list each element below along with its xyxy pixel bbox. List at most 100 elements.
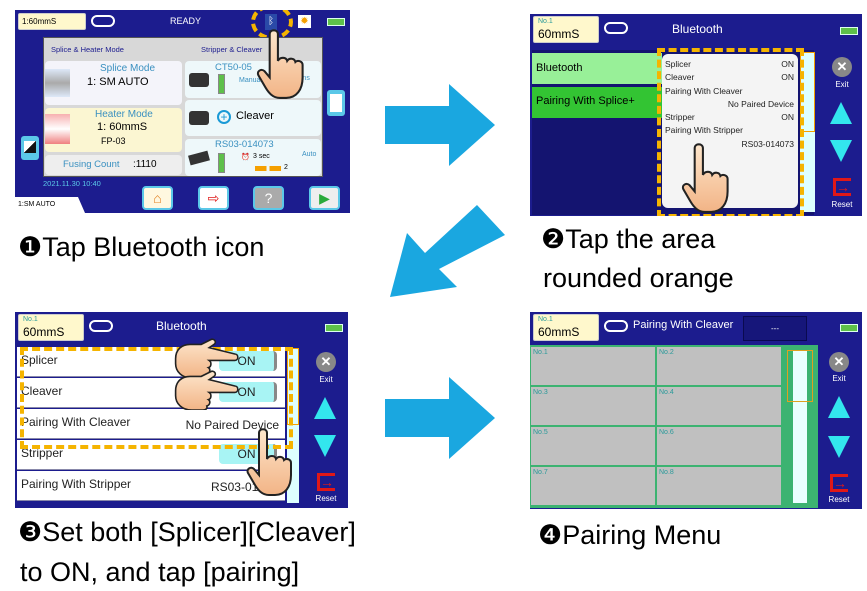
fusing-count-value: :1110 xyxy=(133,159,157,170)
value: ON xyxy=(781,59,794,69)
exit-button[interactable]: ✕ xyxy=(316,352,336,372)
mode-value: 60mmS xyxy=(23,325,65,339)
reset-button[interactable]: → xyxy=(833,178,851,196)
mode-value: 1:60mmS xyxy=(22,17,57,26)
left-header: Splice & Heater Mode xyxy=(51,45,124,54)
step2-bluetooth-screen: No.1 60mmS Bluetooth Bluetooth Pairing W… xyxy=(530,14,862,216)
brightness-icon[interactable]: ✹ xyxy=(298,15,311,28)
stripper-icon xyxy=(188,150,210,166)
exit-label: Exit xyxy=(319,375,333,384)
cable-icon xyxy=(89,320,113,332)
stripper-device: RS03-014073 xyxy=(215,139,274,150)
cleaver-icon xyxy=(189,73,209,87)
slot-6[interactable]: No.6 xyxy=(657,427,781,465)
caption-step4: ❹Pairing Menu xyxy=(538,520,722,550)
heater-icon xyxy=(45,114,70,144)
scroll-up-button[interactable] xyxy=(828,396,850,418)
reset-label: Reset xyxy=(315,494,337,503)
menu-item-pairing[interactable]: Pairing With Splice+ xyxy=(532,87,662,118)
mode-no: No.1 xyxy=(23,316,38,323)
popup-pair-cleaver-value: No Paired Device xyxy=(727,98,794,109)
home-button[interactable]: ⌂ xyxy=(142,186,173,210)
mode-box[interactable]: 1:60mmS xyxy=(18,13,86,30)
cleaver-device: CT50-05 xyxy=(215,62,252,73)
switch-view-button[interactable] xyxy=(327,90,345,116)
slot-7[interactable]: No.7 xyxy=(531,467,655,505)
pointing-hand-icon xyxy=(245,427,295,497)
status-text: READY xyxy=(170,16,202,26)
cable-icon xyxy=(604,320,628,332)
mode-no: No.1 xyxy=(538,18,553,25)
start-button[interactable]: ▶ xyxy=(309,186,340,210)
exit-button[interactable]: ✕ xyxy=(832,57,852,77)
timer-icon: ⏰ xyxy=(241,154,250,161)
screen-title: Bluetooth xyxy=(156,319,207,333)
slot-8[interactable]: No.8 xyxy=(657,467,781,505)
menu-item-bluetooth[interactable]: Bluetooth xyxy=(532,53,662,84)
mode-value: 60mmS xyxy=(538,27,580,41)
slot-1[interactable]: No.1 xyxy=(531,347,655,385)
arrow-down-left-icon xyxy=(390,205,505,297)
scroll-down-button[interactable] xyxy=(314,435,336,457)
row-label: Pairing With Stripper xyxy=(21,477,132,491)
scroll-down-button[interactable] xyxy=(830,140,852,162)
battery-icon xyxy=(327,18,345,26)
level-bar xyxy=(255,166,281,171)
scroll-up-button[interactable] xyxy=(830,102,852,124)
battery-icon xyxy=(840,27,858,35)
value: ON xyxy=(781,72,794,83)
pointing-hand-icon xyxy=(680,142,732,214)
label: Cleaver xyxy=(665,72,695,83)
mode-value: 60mmS xyxy=(538,325,580,339)
exit-label: Exit xyxy=(835,80,849,89)
reset-label: Reset xyxy=(828,495,850,504)
mode-no: No.1 xyxy=(538,316,553,323)
heater-mode-card[interactable]: Heater Mode 1: 60mmS FP-03 xyxy=(45,108,182,152)
stripper-card[interactable]: RS03-014073 ⏰ 3 sec Auto 2 xyxy=(185,139,321,176)
battery-full-icon xyxy=(218,153,225,173)
mode-box[interactable]: No.1 60mmS xyxy=(533,16,599,43)
reset-button[interactable]: → xyxy=(830,474,848,492)
plus-icon: + xyxy=(217,110,231,124)
scroll-up-button[interactable] xyxy=(314,397,336,419)
scrollbar[interactable] xyxy=(793,351,807,503)
popup-pair-cleaver-label: Pairing With Cleaver xyxy=(665,85,743,96)
splice-mode-title: Splice Mode xyxy=(100,63,156,74)
row-value: No Paired Device xyxy=(185,418,279,432)
reset-button[interactable]: → xyxy=(317,473,335,491)
datetime: 2021.11.30 10:40 xyxy=(43,179,101,188)
slot-3[interactable]: No.3 xyxy=(531,387,655,425)
fusing-count: Fusing Count :1110 xyxy=(45,155,182,175)
slot-2[interactable]: No.2 xyxy=(657,347,781,385)
mode-box[interactable]: No.1 60mmS xyxy=(18,314,84,341)
exit-button[interactable]: ⇨ xyxy=(198,186,229,210)
popup-pair-stripper-value: RS03-014073 xyxy=(741,138,794,149)
exit-label: Exit xyxy=(832,374,846,383)
step1-home-screen: 1:60mmS READY ᛒ ✹ Splice & Heater Mode S… xyxy=(15,10,350,213)
scroll-down-button[interactable] xyxy=(828,436,850,458)
caption-step3-line2: to ON, and tap [pairing] xyxy=(20,557,300,587)
slot-5[interactable]: No.5 xyxy=(531,427,655,465)
help-button[interactable]: ? xyxy=(253,186,284,210)
splice-mode-value: 1: SM AUTO xyxy=(87,76,149,88)
scroll-thumb[interactable] xyxy=(787,350,813,402)
arrow-right-icon xyxy=(385,84,495,166)
cleaver-icon xyxy=(189,111,209,125)
mode-box[interactable]: No.1 60mmS xyxy=(533,314,599,341)
contrast-button[interactable] xyxy=(21,136,39,160)
exit-button[interactable]: ✕ xyxy=(829,352,849,372)
battery-icon xyxy=(325,324,343,332)
add-cleaver-card[interactable]: + Cleaver xyxy=(185,100,321,136)
value: ON xyxy=(781,112,794,123)
row-label: Splicer xyxy=(21,353,58,367)
row-label: Stripper xyxy=(21,446,64,460)
splice-mode-card[interactable]: Splice Mode 1: SM AUTO xyxy=(45,61,182,105)
slot-4[interactable]: No.4 xyxy=(657,387,781,425)
